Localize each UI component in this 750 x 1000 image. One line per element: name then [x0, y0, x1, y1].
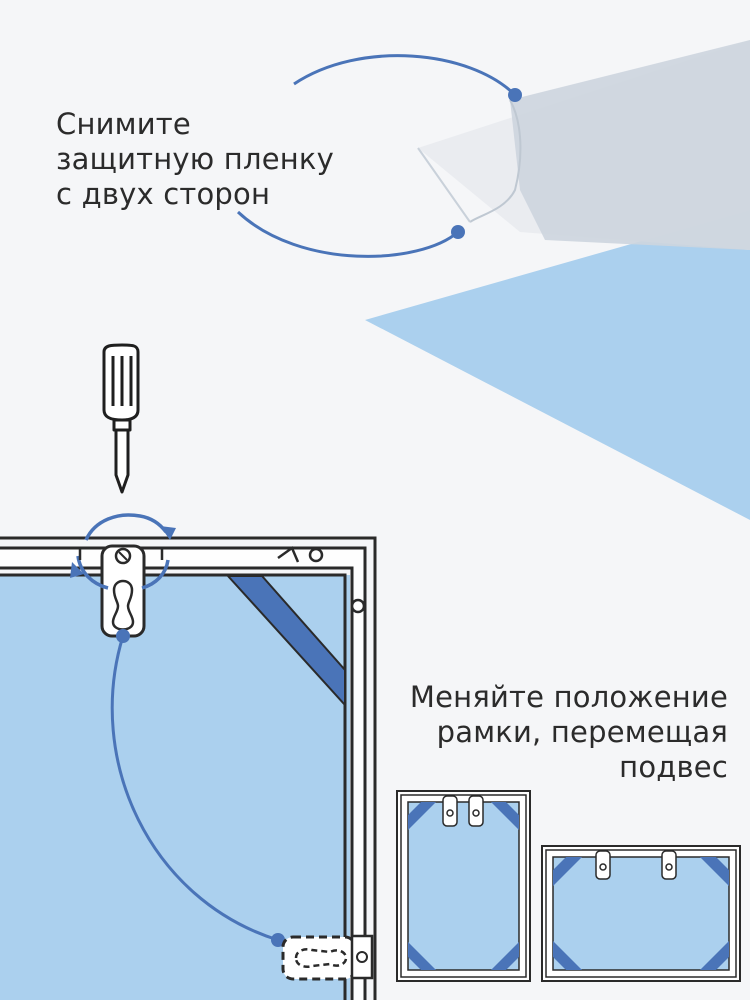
callout-arc-top — [293, 54, 517, 97]
remove-film-caption: Снимите защитную пленку с двух сторон — [56, 107, 356, 212]
hanger-move-path — [110, 629, 285, 947]
landscape-frame-example — [541, 845, 741, 982]
move-hanger-line-1: Меняйте положение — [409, 680, 728, 714]
callout-arc-bottom — [236, 210, 459, 258]
acrylic-panel — [365, 210, 750, 520]
screwdriver-icon — [102, 343, 140, 494]
film-curl-edge — [417, 147, 471, 223]
remove-film-line-1: Снимите — [56, 107, 191, 141]
film-curl-top — [469, 99, 522, 223]
film-callouts — [236, 54, 522, 258]
hanger-bracket-icon — [100, 544, 146, 638]
film-peel-illustration — [365, 40, 750, 520]
move-hanger-caption: Меняйте положение рамки, перемещая подве… — [398, 680, 728, 785]
portrait-frame-example — [396, 790, 531, 982]
protective-film-peeled — [510, 40, 750, 250]
remove-film-line-2: защитную пленку — [56, 142, 334, 176]
large-frame-corner — [0, 536, 377, 1000]
callout-dot-top — [508, 88, 522, 102]
remove-film-line-3: с двух сторон — [56, 177, 271, 211]
move-hanger-line-3: подвес — [619, 750, 728, 784]
corner-brace — [225, 575, 346, 708]
side-hanger-dashed — [281, 934, 374, 981]
callout-dot-bottom — [451, 225, 465, 239]
move-hanger-line-2: рамки, перемещая — [436, 715, 728, 749]
